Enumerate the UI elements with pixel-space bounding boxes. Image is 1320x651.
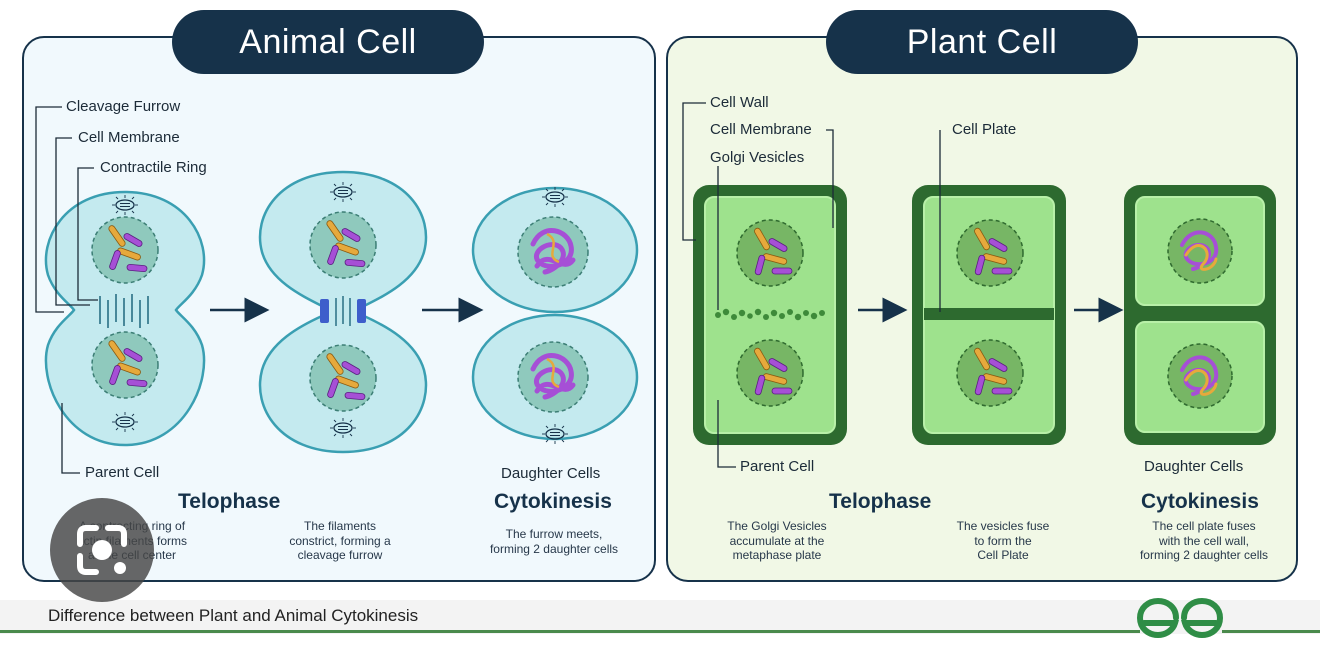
- gfg-logo-icon: [1136, 597, 1224, 639]
- ring-right: [357, 299, 366, 323]
- plant-caption-2: The vesicles fuse to form the Cell Plate: [956, 519, 1050, 562]
- label-plant-parent-cell: Parent Cell: [740, 458, 815, 475]
- label-animal-parent-cell: Parent Cell: [85, 464, 160, 481]
- plant-caption-3: The cell plate fuses with the cell wall,…: [1139, 519, 1269, 562]
- footer-bar: [0, 600, 1320, 634]
- plant-stage-telophase: Telophase: [829, 490, 932, 513]
- label-cell-plate: Cell Plate: [952, 121, 1017, 138]
- label-contractile-ring: Contractile Ring: [100, 159, 207, 176]
- lens-camera-icon[interactable]: [50, 498, 154, 602]
- cell-plate: [924, 308, 1054, 320]
- animal-stage-telophase: Telophase: [178, 490, 281, 513]
- label-cell-wall: Cell Wall: [710, 94, 769, 111]
- contractile-ring-filaments: [99, 294, 149, 328]
- footer-rule-right: [1222, 630, 1320, 633]
- plant-stage-cytokinesis: Cytokinesis: [1141, 490, 1259, 513]
- animal-caption-2: The filaments constrict, forming a cleav…: [289, 519, 391, 562]
- plant-caption-1: The Golgi Vesicles accumulate at the met…: [727, 519, 827, 562]
- label-animal-daughter-cells: Daughter Cells: [501, 465, 601, 482]
- label-animal-cell-membrane: Cell Membrane: [78, 129, 180, 146]
- animal-parent-cell: [44, 190, 206, 447]
- footer-title: Difference between Plant and Animal Cyto…: [48, 606, 419, 625]
- animal-stage-cytokinesis: Cytokinesis: [494, 490, 612, 513]
- label-plant-daughter-cells: Daughter Cells: [1144, 458, 1244, 475]
- footer-rule: [0, 630, 1140, 633]
- animal-caption-3: The furrow meets, forming 2 daughter cel…: [489, 527, 619, 556]
- golgi-vesicles-row: [715, 308, 825, 321]
- ring-left: [320, 299, 329, 323]
- animal-cell-title: Animal Cell: [172, 10, 484, 74]
- plant-cell-title: Plant Cell: [826, 10, 1138, 74]
- label-golgi-vesicles: Golgi Vesicles: [710, 149, 805, 166]
- label-cleavage-furrow: Cleavage Furrow: [66, 98, 181, 115]
- label-plant-cell-membrane: Cell Membrane: [710, 121, 812, 138]
